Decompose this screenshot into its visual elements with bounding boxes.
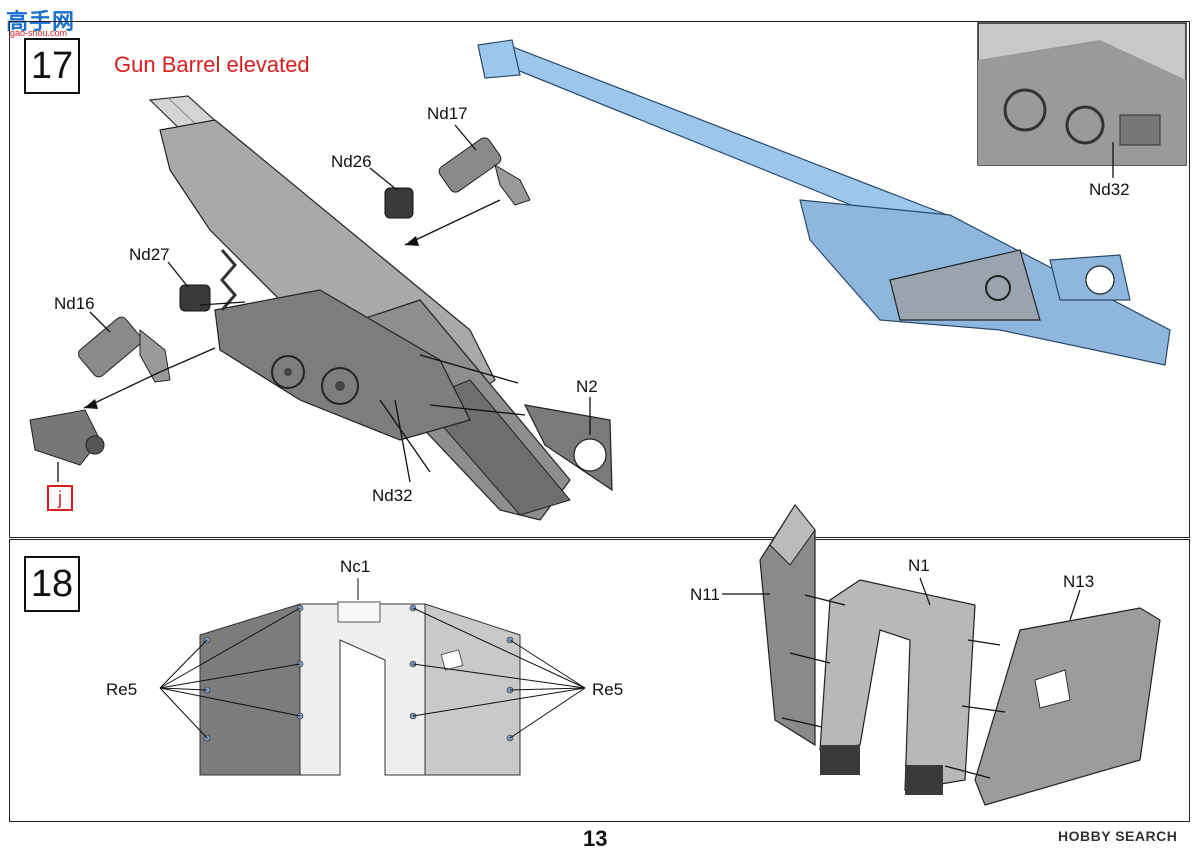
label-nd16: Nd16 <box>54 294 95 313</box>
part-nd16-drawing <box>78 316 171 383</box>
assembled-gun-blue-drawing <box>477 39 1171 366</box>
label-nd27: Nd27 <box>129 245 170 264</box>
part-n11-drawing <box>759 503 816 747</box>
label-n1: N1 <box>908 556 930 575</box>
part-nd17-drawing <box>438 137 531 206</box>
label-nd26: Nd26 <box>331 152 372 171</box>
label-n13: N13 <box>1063 572 1095 591</box>
step-18-number: 18 <box>24 556 80 612</box>
shield-front-drawing <box>199 601 521 776</box>
assembly-arrows-18 <box>722 577 1081 779</box>
part-j-sight-drawing <box>29 409 105 466</box>
re5-leader-lines <box>159 578 586 739</box>
page-number: 13 <box>583 826 608 851</box>
label-re5-right: Re5 <box>592 680 624 699</box>
label-re5-left: Re5 <box>106 680 138 699</box>
part-nd26-drawing <box>384 187 414 219</box>
label-nd32: Nd32 <box>372 486 413 505</box>
label-nd32-inset: Nd32 <box>1089 180 1130 199</box>
step-17-number: 17 <box>24 38 80 94</box>
gun-assembly-drawing <box>148 95 613 521</box>
label-n11: N11 <box>690 585 720 604</box>
step-17-panel <box>9 21 1190 538</box>
part-nd27-drawing <box>179 284 211 312</box>
step-17-subtitle: Gun Barrel elevated <box>114 52 310 77</box>
step-18-panel <box>9 539 1190 822</box>
label-nc1: Nc1 <box>340 557 371 576</box>
label-nd17: Nd17 <box>427 104 468 123</box>
label-n2: N2 <box>576 377 598 396</box>
part-n1-drawing <box>819 579 976 795</box>
part-n13-drawing <box>974 607 1161 806</box>
inset-detail-photo <box>977 22 1187 178</box>
logo-subtext: gao-shou.com <box>10 28 68 38</box>
assembly-arrows-17 <box>57 124 591 483</box>
part-j-marker: j <box>47 485 73 511</box>
watermark-text: HOBBY SEARCH <box>1058 828 1178 844</box>
